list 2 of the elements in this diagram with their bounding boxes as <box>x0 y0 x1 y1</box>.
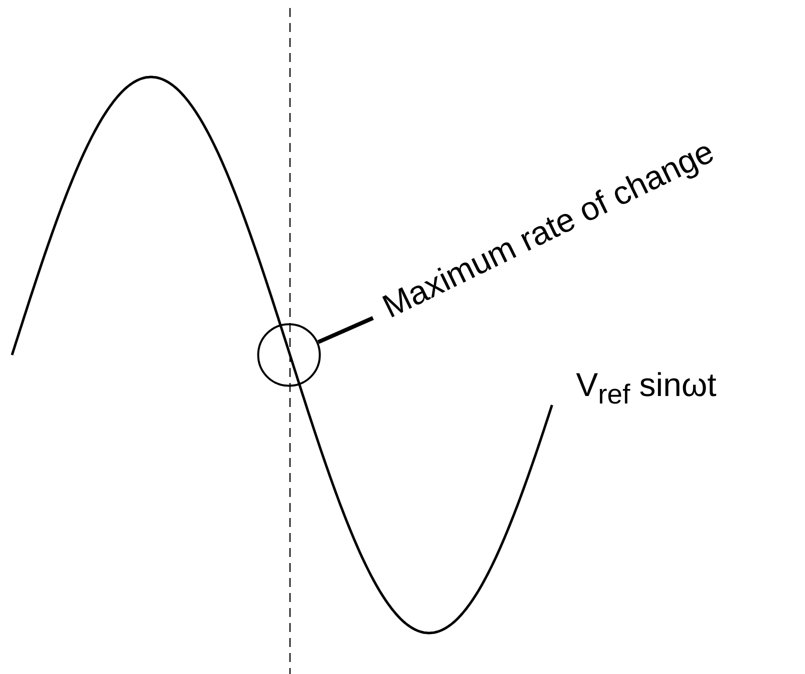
leader-line <box>317 316 374 344</box>
signal-label: V$_{ref}$ sinωt <box>576 368 716 408</box>
